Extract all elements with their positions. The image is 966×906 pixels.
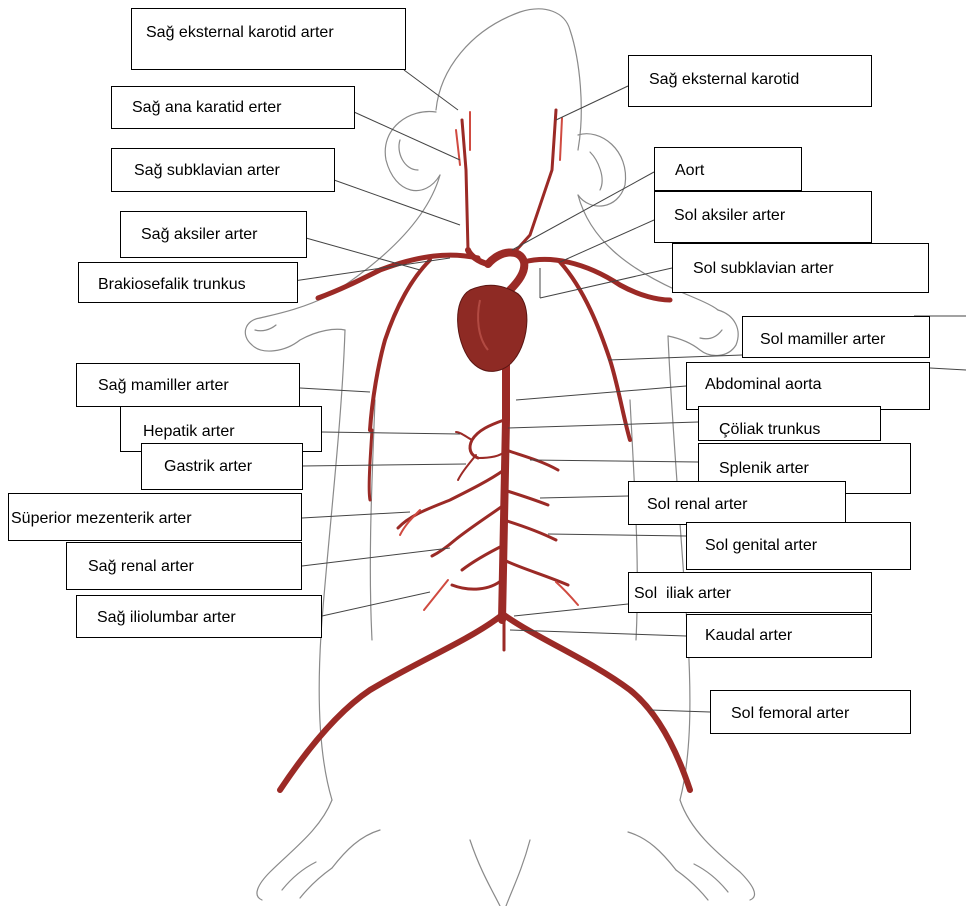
label-superior-mezenterik-arter: Süperior mezenterik arter xyxy=(8,493,302,541)
label-sol-renal-arter: Sol renal arter xyxy=(628,481,846,525)
label-kaudal-arter: Kaudal arter xyxy=(686,614,872,658)
arterial-tree xyxy=(280,110,690,790)
label-sol-femoral-arter: Sol femoral arter xyxy=(710,690,911,734)
label-sag-aksiler-arter: Sağ aksiler arter xyxy=(120,211,307,258)
heart-shape xyxy=(458,285,527,371)
label-aort: Aort xyxy=(654,147,802,191)
label-sag-eksternal-karotid: Sağ eksternal karotid xyxy=(628,55,872,107)
label-sol-genital-arter: Sol genital arter xyxy=(686,522,911,570)
label-sol-mamiller-arter: Sol mamiller arter xyxy=(742,316,930,358)
label-sag-iliolumbar-arter: Sağ iliolumbar arter xyxy=(76,595,322,638)
label-sag-subklavian-arter: Sağ subklavian arter xyxy=(111,148,335,192)
rat-body-outline xyxy=(245,9,754,906)
label-sol-subklavian-arter: Sol subklavian arter xyxy=(672,243,929,293)
label-gastrik-arter: Gastrik arter xyxy=(141,443,303,490)
label-sag-ana-karatid-erter: Sağ ana karatid erter xyxy=(111,86,355,129)
label-coliak-trunkus: Çöliak trunkus xyxy=(698,406,881,441)
label-sag-mamiller-arter: Sağ mamiller arter xyxy=(76,363,300,407)
label-sag-eksternal-karotid-arter: Sağ eksternal karotid arter xyxy=(131,8,406,70)
label-sag-renal-arter: Sağ renal arter xyxy=(66,542,302,590)
label-sol-aksiler-arter: Sol aksiler arter xyxy=(654,191,872,243)
label-brakiosefalik-trunkus: Brakiosefalik trunkus xyxy=(78,262,298,303)
label-sol-iliak-arter: Sol iliak arter xyxy=(628,572,872,613)
label-abdominal-aorta: Abdominal aorta xyxy=(686,362,930,410)
